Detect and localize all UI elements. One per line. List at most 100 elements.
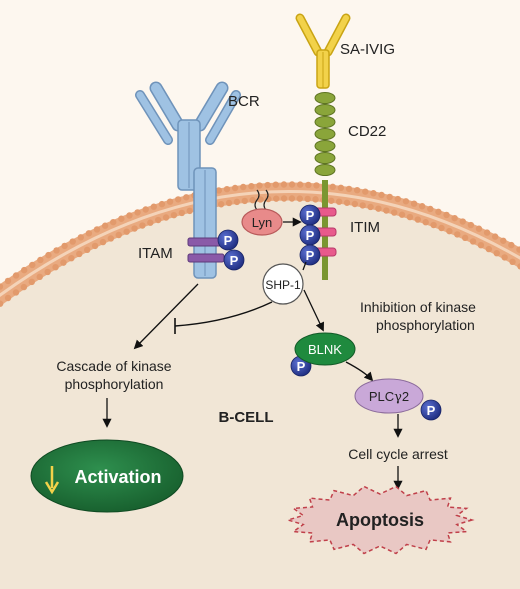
membrane-bead [402, 198, 410, 205]
cd22-domain [314, 128, 336, 140]
membrane-bead [77, 234, 85, 241]
membrane-bead [353, 187, 361, 194]
membrane-bead [28, 278, 36, 286]
lyn-kinase: Lyn [241, 189, 283, 236]
membrane-bead [241, 197, 248, 205]
cd22-domain [314, 116, 336, 128]
membrane-bead [107, 235, 115, 242]
membrane-bead [142, 206, 149, 213]
membrane-bead [438, 224, 445, 232]
blnk-to-plc-arrow [345, 361, 374, 382]
phospho-group: P [223, 249, 245, 271]
membrane-bead [272, 181, 279, 188]
shp1-itim-link [302, 261, 307, 271]
membrane-bead [367, 203, 374, 211]
plc-gamma2-protein: PLCγ2 [354, 378, 424, 414]
membrane-bead [410, 200, 418, 207]
membrane-bead [225, 199, 233, 207]
membrane-bead [101, 222, 109, 229]
membrane-bead [509, 258, 516, 266]
lyn-label: Lyn [252, 215, 272, 230]
membrane-bead [68, 254, 75, 262]
membrane-bead [76, 250, 83, 258]
membrane-bead [93, 226, 101, 233]
plc-label: PLCγ2 [369, 389, 409, 405]
membrane-bead [493, 249, 500, 257]
membrane-bead [491, 233, 499, 240]
inhibition-text-2: phosphorylation [376, 317, 475, 333]
b-cell-label: B-CELL [219, 409, 274, 426]
membrane-bead [174, 196, 182, 203]
membrane-bead [154, 216, 162, 224]
membrane-bead [162, 214, 170, 221]
membrane-bead [422, 219, 429, 226]
membrane-bead [370, 190, 377, 197]
cd22-domain [314, 152, 336, 164]
membrane-bead [183, 194, 190, 201]
membrane-bead [115, 231, 122, 239]
phospho-label: P [306, 248, 315, 263]
membrane-bead [418, 203, 426, 210]
bcr-to-cascade-arrow [133, 283, 199, 350]
itam-label: ITAM [138, 245, 173, 262]
membrane-bead [170, 211, 178, 219]
membrane-bead [508, 241, 515, 249]
apoptosis-label: Apoptosis [336, 510, 424, 530]
membrane-bead [4, 294, 12, 302]
membrane-bead [296, 181, 304, 188]
membrane-bead [435, 208, 442, 216]
membrane-bead [454, 231, 461, 238]
membrane-bead [12, 289, 20, 296]
membrane-bead [83, 246, 91, 254]
cascade-text-1: Cascade of kinase [56, 358, 171, 374]
membrane-bead [345, 185, 353, 193]
blnk-label: BLNK [308, 342, 342, 357]
membrane-bead [451, 214, 458, 222]
membrane-bead [233, 198, 241, 206]
phospho-group: P [217, 229, 239, 251]
phospho-label: P [297, 359, 306, 374]
membrane-bead [20, 266, 28, 274]
membrane-bead [335, 198, 343, 205]
phospho-label: P [306, 208, 315, 223]
membrane-bead [60, 259, 67, 266]
membrane-bead [240, 183, 247, 191]
phospho-label: P [230, 253, 239, 268]
membrane-bead [430, 221, 437, 229]
phospho-group: P [420, 399, 442, 421]
membrane-bead [265, 195, 272, 203]
membrane-bead [53, 247, 60, 254]
membrane-bead [150, 203, 158, 210]
membrane-bead [37, 256, 44, 264]
phospho-label: P [427, 403, 436, 418]
membrane-bead [328, 197, 335, 204]
membrane-bead [313, 182, 320, 189]
membrane-bead [110, 218, 117, 226]
cd22-domain [314, 140, 336, 152]
blnk-protein: BLNK [294, 332, 356, 366]
cd22-label: CD22 [348, 123, 386, 140]
cell-membrane [0, 182, 520, 307]
membrane-bead [178, 209, 186, 217]
membrane-bead [0, 300, 4, 307]
membrane-bead [378, 191, 385, 199]
membrane-bead [186, 207, 193, 215]
shp1-to-blnk-arrow [303, 289, 324, 332]
cd22-domains [314, 92, 336, 176]
membrane-bead [158, 200, 166, 208]
cd22-domain [314, 164, 336, 176]
membrane-bead [134, 209, 141, 216]
membrane-bead [85, 230, 93, 237]
membrane-bead [4, 277, 12, 285]
bcr-label: BCR [228, 93, 260, 110]
membrane-bead [36, 273, 43, 281]
membrane-bead [461, 234, 469, 242]
membrane-bead [337, 184, 345, 192]
activation-label: Activation [74, 467, 161, 487]
inhibition-text-1: Inhibition of kinase [360, 299, 476, 315]
membrane-beads [0, 181, 520, 307]
sa-ivig-label: SA-IVIG [340, 41, 395, 58]
membrane-bead [131, 225, 138, 232]
